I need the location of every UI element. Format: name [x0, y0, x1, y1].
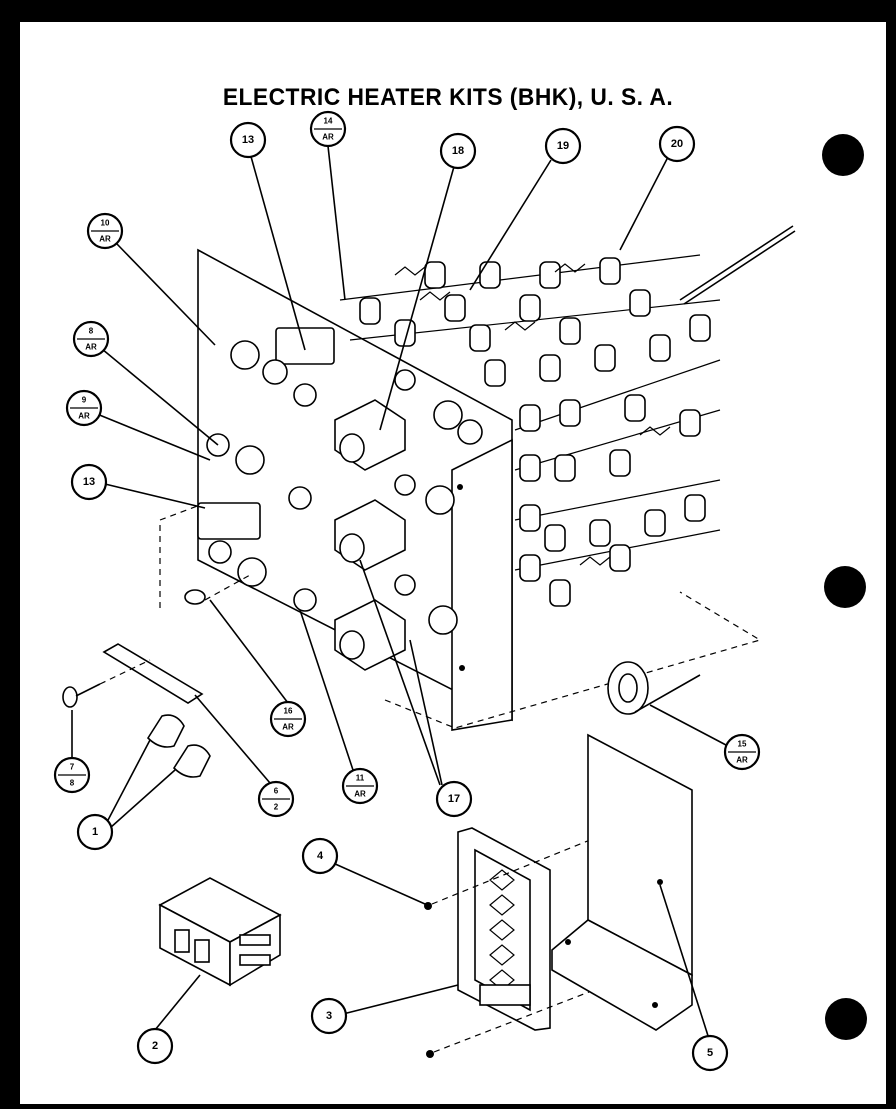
- binder-hole-middle: [824, 566, 866, 608]
- callout-19: 19: [544, 127, 582, 165]
- binder-hole-top: [822, 134, 864, 176]
- svg-text:15: 15: [738, 740, 747, 749]
- svg-text:20: 20: [671, 138, 683, 150]
- svg-text:5: 5: [707, 1047, 713, 1059]
- callout-14-ar: 14 AR: [309, 110, 347, 148]
- svg-text:13: 13: [242, 134, 254, 146]
- svg-text:AR: AR: [354, 790, 366, 799]
- svg-text:18: 18: [452, 145, 464, 157]
- callout-13-top: 13: [229, 121, 267, 159]
- binder-hole-bottom: [825, 998, 867, 1040]
- svg-text:17: 17: [448, 793, 460, 805]
- svg-text:16: 16: [284, 707, 293, 716]
- callout-5: 5: [691, 1034, 729, 1072]
- callout-18-top: 18: [439, 132, 477, 170]
- svg-text:4: 4: [317, 850, 324, 862]
- callout-16-ar: 16 AR: [269, 700, 307, 738]
- callout-20: 20: [658, 125, 696, 163]
- callout-10-ar: 10 AR: [86, 212, 124, 250]
- svg-text:2: 2: [274, 803, 279, 812]
- svg-text:AR: AR: [736, 756, 748, 765]
- circuit-breaker-part-2: [158, 877, 282, 987]
- svg-text:AR: AR: [99, 235, 111, 244]
- callout-17: 17: [435, 780, 473, 818]
- callout-11-ar: 11 AR: [341, 767, 379, 805]
- insulation-roll-part-15: [607, 661, 701, 715]
- svg-text:11: 11: [356, 774, 365, 783]
- svg-text:6: 6: [274, 787, 279, 796]
- callout-15-ar: 15 AR: [723, 733, 761, 771]
- svg-text:8: 8: [70, 779, 75, 788]
- side-plate: [451, 438, 513, 731]
- callout-8-ar: 8 AR: [72, 320, 110, 358]
- svg-text:19: 19: [557, 140, 569, 152]
- svg-text:1: 1: [92, 826, 98, 838]
- callout-3: 3: [310, 997, 348, 1035]
- wire-ring-part-16: [184, 589, 206, 605]
- callout-1: 1: [76, 813, 114, 851]
- bracket-part-6: [102, 643, 204, 704]
- svg-text:9: 9: [82, 396, 87, 405]
- heating-elements: [339, 254, 721, 607]
- callout-4: 4: [301, 837, 339, 875]
- leader-lines: [71, 145, 727, 1043]
- svg-text:14: 14: [324, 117, 333, 126]
- svg-text:7: 7: [70, 763, 75, 772]
- screw-part-7: [62, 659, 151, 708]
- callout-9-ar: 9 AR: [65, 389, 103, 427]
- terminal-board-part-3: [424, 827, 621, 1058]
- svg-text:AR: AR: [85, 343, 97, 352]
- diagram-title: ELECTRIC HEATER KITS (BHK), U. S. A.: [222, 84, 674, 111]
- bushings-part-1: [146, 714, 211, 778]
- cover-part-5: [551, 733, 693, 1031]
- callout-6-2: 6 2: [257, 780, 295, 818]
- sequencers: [334, 399, 406, 671]
- svg-text:13: 13: [83, 476, 95, 488]
- support-rod: [679, 225, 794, 301]
- svg-text:AR: AR: [322, 133, 334, 142]
- svg-text:2: 2: [152, 1040, 158, 1052]
- callout-7-8: 7 8: [53, 756, 91, 794]
- svg-text:8: 8: [89, 327, 94, 336]
- heater-assembly: [197, 225, 796, 731]
- svg-text:AR: AR: [78, 412, 90, 421]
- svg-text:AR: AR: [282, 723, 294, 732]
- callout-2: 2: [136, 1027, 174, 1065]
- svg-text:3: 3: [326, 1010, 332, 1022]
- callout-13-left: 13: [70, 463, 108, 501]
- svg-text:10: 10: [101, 219, 110, 228]
